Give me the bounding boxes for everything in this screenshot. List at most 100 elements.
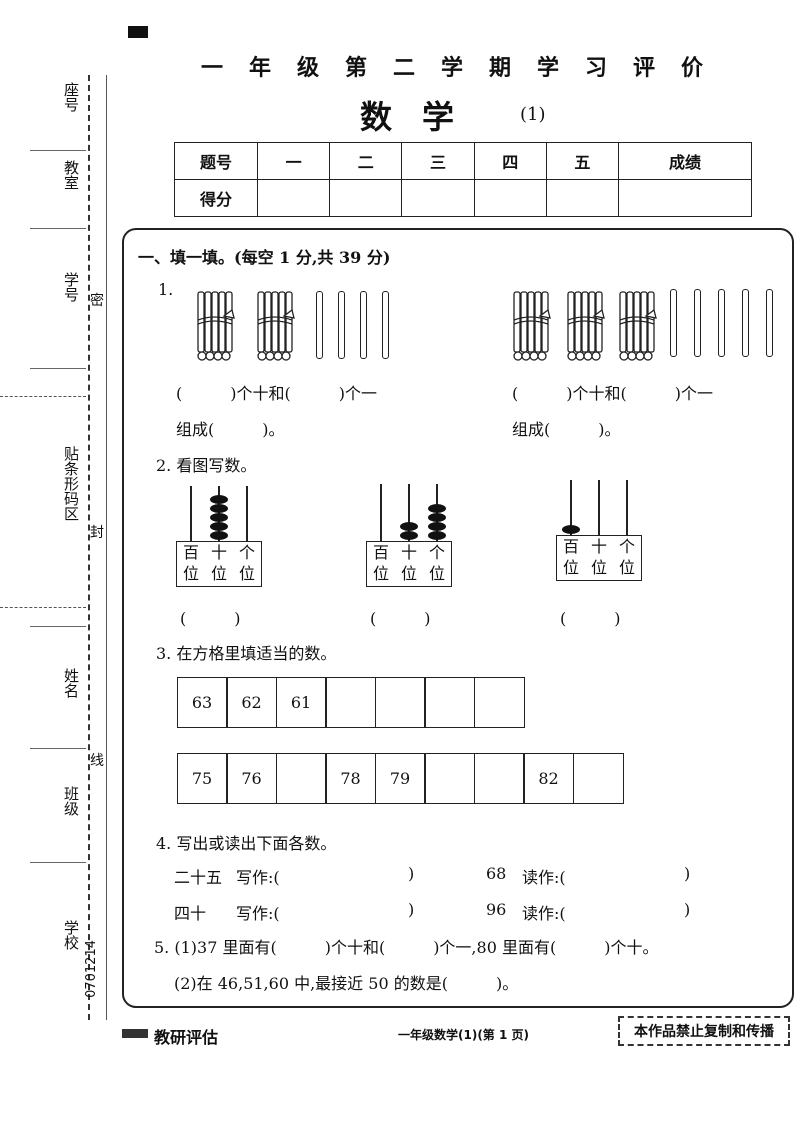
score-cell[interactable] [618,179,752,217]
q4-close: ) [684,900,691,919]
q4-action: 读作:( [522,904,566,923]
score-row-label: 得分 [174,179,258,217]
abacus-bead [210,504,228,513]
side-label-school: 学校 [62,920,80,950]
single-stick [742,289,749,357]
grid-cell: 78 [325,753,376,804]
footer-mark [122,1029,148,1038]
footer-page: 一年级数学(1)(第 1 页) [398,1028,529,1042]
grid-cell: 75 [176,753,228,804]
abacus-rod [408,484,410,541]
q4-close: ) [684,864,691,883]
q4-word: 二十五 [174,868,223,887]
grid-cell[interactable] [275,753,327,804]
score-table: 题号 一 二 三 四 五 成绩 得分 [174,142,752,217]
place-value-box: 百位十位个位 [176,541,262,587]
q5-line2: (2)在 46,51,60 中,最接近 50 的数是( )。 [174,974,519,993]
grid-cell[interactable] [374,677,426,728]
side-label-name: 姓名 [62,668,80,698]
q4-word: 四十 [174,904,207,923]
stick-bundle [512,290,551,361]
sealing-line-inner [106,75,107,1020]
q2-answer-2: ( ) [370,609,431,628]
abacus-bead [210,531,228,540]
place-value-box: 百位十位个位 [556,535,642,581]
score-cell[interactable] [329,179,403,217]
grid-cell[interactable] [325,677,376,728]
abacus-bead [562,525,580,534]
abacus-bead [210,495,228,504]
question-frame [122,228,794,1008]
exam-title: 一年级第二学期学习评价 [200,55,729,81]
score-cell[interactable] [401,179,475,217]
corner-mark [128,26,148,38]
serial-number: 0701214 [84,940,99,998]
stick-bundle [256,290,295,361]
abacus-bead [428,504,446,513]
q1-number: 1. [158,280,174,299]
q2-answer-1: ( ) [180,609,241,628]
stick-bundle [196,290,235,361]
paper-number: (1) [520,104,546,125]
score-cell[interactable] [256,179,331,217]
side-label-seat: 座号 [62,82,80,112]
score-header: 成绩 [618,142,752,180]
score-header: 题号 [174,142,258,180]
side-label-student-id: 学号 [62,272,80,302]
abacus-rod [246,486,248,541]
q4-word: 96 [486,900,507,919]
grid-cell[interactable] [424,753,475,804]
abacus-rod [598,480,600,535]
single-stick [338,291,345,359]
q1-right-line2: 组成( )。 [512,420,621,439]
divider [30,862,86,863]
q4-title: 4. 写出或读出下面各数。 [156,834,337,853]
barcode-zone [0,396,86,608]
seal-mark: 封 [90,525,104,541]
single-stick [382,291,389,359]
single-stick [718,289,725,357]
abacus-bead [210,513,228,522]
sealing-line [88,75,90,1020]
grid-cell[interactable] [424,677,475,728]
score-cell[interactable] [545,179,620,217]
abacus-bead [400,522,418,531]
abacus-rod [380,484,382,541]
divider [30,626,86,627]
q4-action: 写作:( [236,904,280,923]
divider [30,150,86,151]
grid-cell: 61 [275,677,327,728]
q2-title: 2. 看图写数。 [156,456,257,475]
grid-cell: 79 [374,753,426,804]
q1-left-line1: ( )个十和( )个一 [176,384,377,403]
side-label-barcode: 贴条形码区 [62,446,80,521]
score-header: 二 [329,142,403,180]
abacus-bead [400,531,418,540]
score-cell[interactable] [473,179,547,217]
grid-cell: 82 [523,753,574,804]
grid-cell[interactable] [572,753,624,804]
single-stick [694,289,701,357]
subject-title: 数学 [360,98,485,136]
side-label-room: 教室 [62,160,80,190]
q3-title: 3. 在方格里填适当的数。 [156,644,337,663]
grid-cell[interactable] [473,753,525,804]
abacus-rod [626,480,628,535]
q4-action: 写作:( [236,868,280,887]
q1-left-line2: 组成( )。 [176,420,285,439]
divider [30,228,86,229]
copyright-notice: 本作品禁止复制和传播 [618,1016,790,1046]
q4-word: 68 [486,864,507,883]
grid-cell: 63 [176,677,228,728]
stick-bundle [566,290,605,361]
abacus-rod [570,480,572,535]
abacus-bead [428,531,446,540]
stick-bundle [618,290,657,361]
abacus-rod [190,486,192,541]
side-label-class: 班级 [62,786,80,816]
grid-cell[interactable] [473,677,525,728]
single-stick [316,291,323,359]
q2-answer-3: ( ) [560,609,621,628]
q4-close: ) [408,900,415,919]
score-header: 四 [473,142,547,180]
